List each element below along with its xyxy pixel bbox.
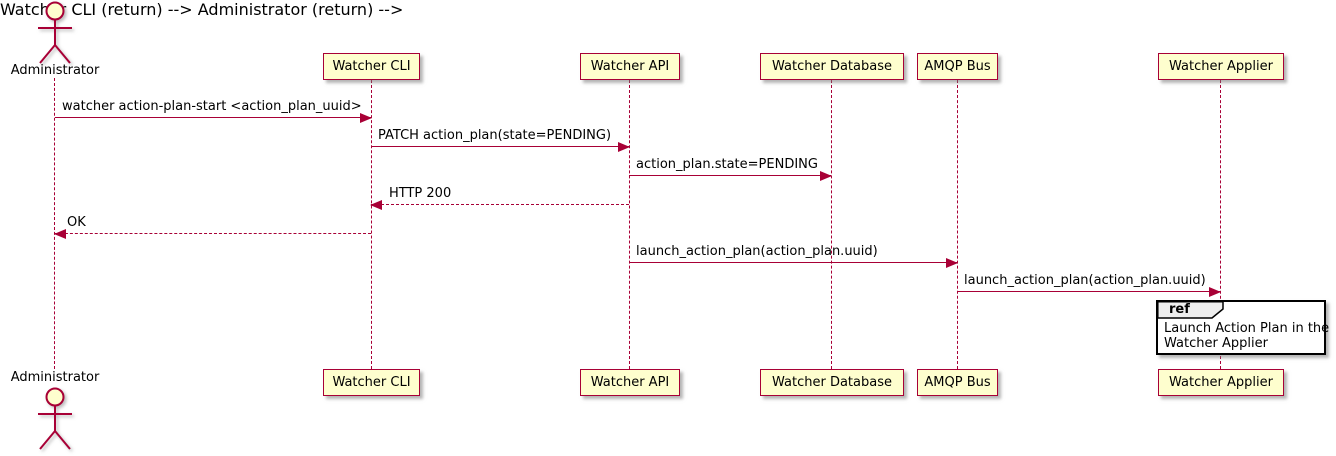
message-label-launch-action-plan-amqp: launch_action_plan(action_plan.uuid): [636, 244, 878, 259]
ref-fragment: ref Launch Action Plan in the Watcher Ap…: [1156, 300, 1329, 355]
lifeline-watcher-cli: [371, 80, 372, 369]
ref-tab-icon: [1157, 301, 1224, 319]
ref-keyword: ref: [1169, 302, 1190, 317]
actor-label-administrator-top: Administrator: [10, 63, 100, 78]
message-label-launch-action-plan-applier: launch_action_plan(action_plan.uuid): [964, 273, 1206, 288]
message-arrow-action-plan-start: [55, 113, 372, 123]
lifeline-watcher-applier: [1220, 80, 1221, 369]
participant-watcher-api-top: Watcher API: [580, 53, 680, 80]
message-label-state-pending: action_plan.state=PENDING: [636, 157, 818, 172]
message-arrow-patch-action-plan: [371, 142, 630, 152]
lifeline-administrator: [54, 78, 55, 369]
participant-watcher-cli-top: Watcher CLI: [323, 53, 420, 80]
participant-watcher-cli-bottom: Watcher CLI: [323, 369, 420, 396]
actor-icon-administrator-bottom: [38, 387, 72, 450]
lifeline-watcher-api: [629, 80, 630, 369]
actor-label-administrator-bottom: Administrator: [10, 370, 100, 385]
ref-text: Launch Action Plan in the Watcher Applie…: [1164, 321, 1329, 351]
participant-amqp-bus-bottom: AMQP Bus: [917, 369, 998, 396]
message-arrow-ok: [54, 229, 371, 239]
participant-watcher-applier-bottom: Watcher Applier: [1158, 369, 1284, 396]
message-label-action-plan-start: watcher action-plan-start <action_plan_u…: [62, 99, 362, 114]
lifeline-watcher-database: [831, 80, 832, 369]
message-label-ok: OK: [67, 215, 86, 230]
participant-watcher-database-bottom: Watcher Database: [760, 369, 904, 396]
message-label-http-200: HTTP 200: [389, 186, 452, 201]
ref-text-line-1: Launch Action Plan in the: [1164, 321, 1330, 336]
actor-icon-administrator-top: [38, 1, 72, 64]
message-label-patch-action-plan: PATCH action_plan(state=PENDING): [378, 128, 612, 143]
participant-watcher-database-top: Watcher Database: [760, 53, 904, 80]
participant-watcher-applier-top: Watcher Applier: [1158, 53, 1284, 80]
message-arrow-state-pending: [629, 171, 832, 181]
lifeline-amqp-bus: [957, 80, 958, 369]
message-arrow-launch-action-plan-applier: [957, 287, 1221, 297]
participant-watcher-api-bottom: Watcher API: [580, 369, 680, 396]
message-arrow-http-200: [370, 200, 629, 210]
participant-amqp-bus-top: AMQP Bus: [917, 53, 998, 80]
message-arrow-launch-action-plan-amqp: [629, 258, 958, 268]
ref-text-line-2: Watcher Applier: [1164, 336, 1268, 351]
